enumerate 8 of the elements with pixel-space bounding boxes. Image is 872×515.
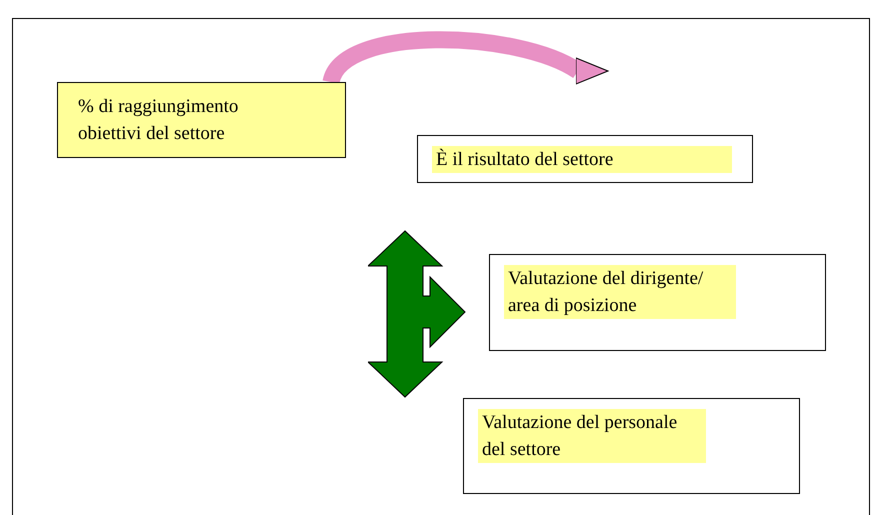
text-box	[489, 254, 826, 351]
box-text: Valutazione del dirigente/ area di posizione	[504, 265, 736, 319]
text-box	[57, 82, 346, 158]
text-box	[463, 398, 800, 494]
box-text: Valutazione del personale del settore	[478, 409, 706, 463]
text-box	[417, 135, 753, 183]
box-text: È il risultato del settore	[432, 146, 732, 173]
box-text: % di raggiungimento obiettivi del settore	[78, 95, 240, 146]
